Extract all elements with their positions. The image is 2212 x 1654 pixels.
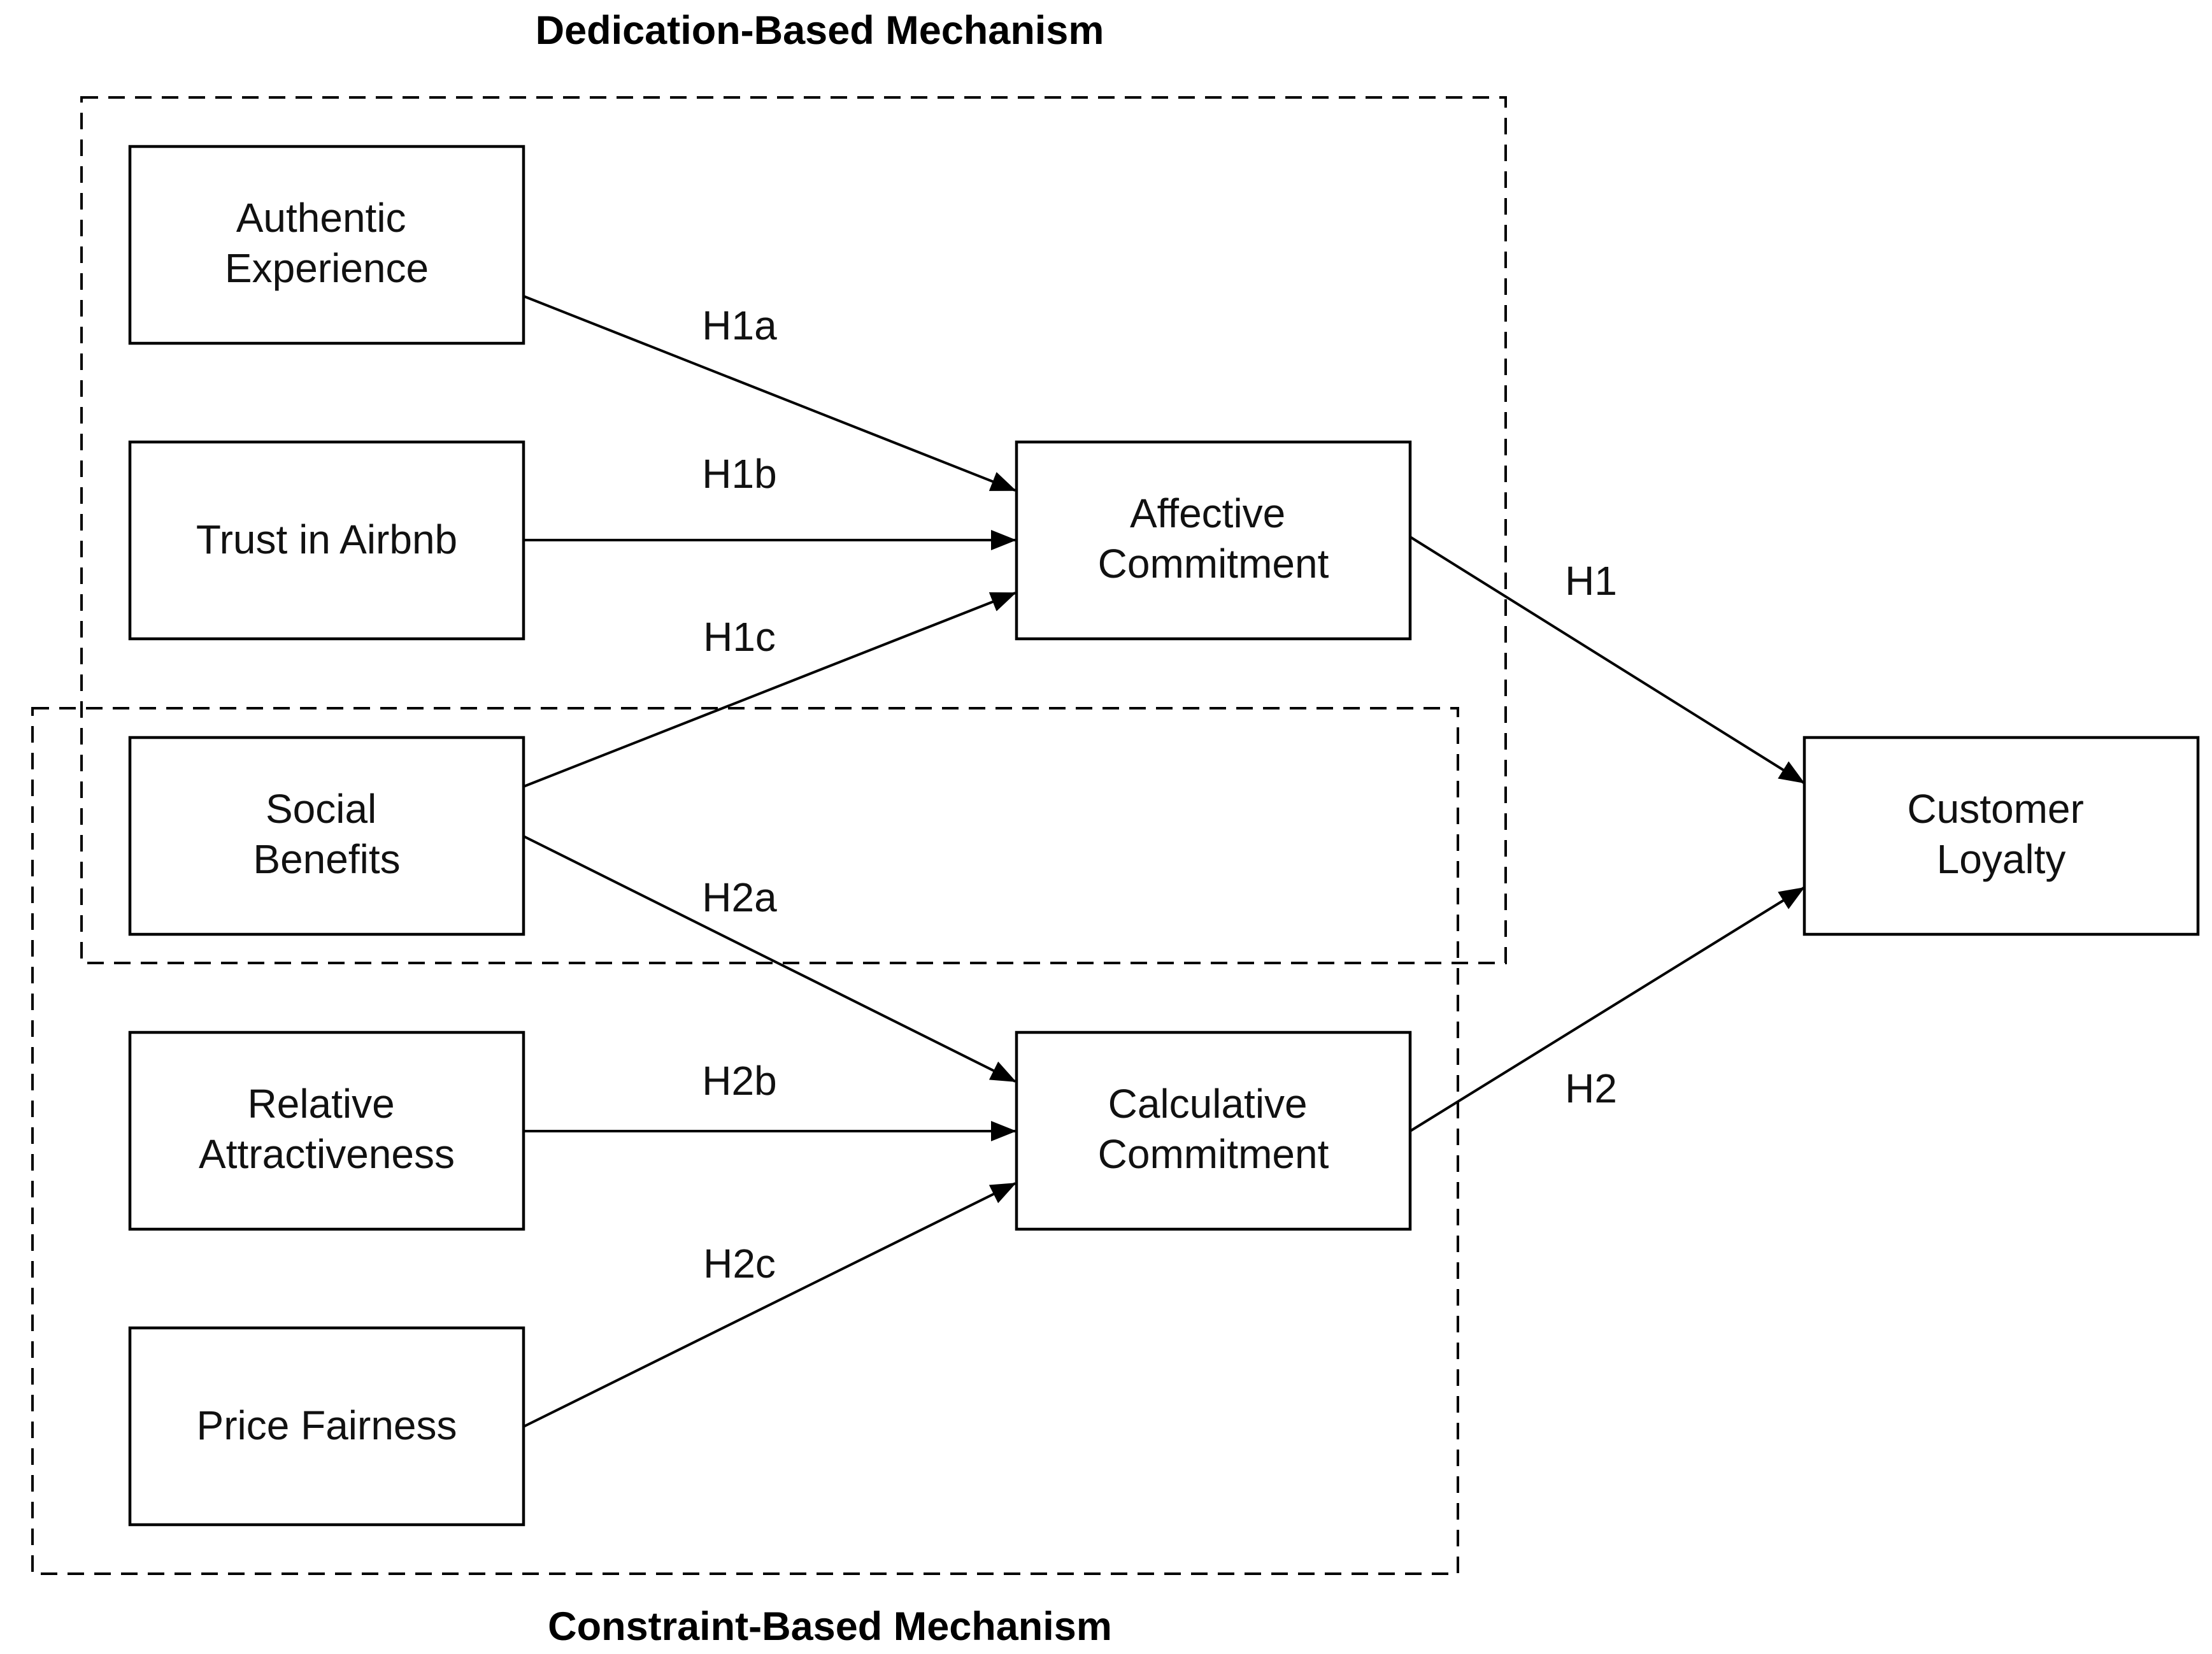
node-label: Calculative Commitment <box>1098 1081 1329 1177</box>
arrow-h1 <box>1409 536 1805 784</box>
constraint-based-group: Constraint-Based Mechanism <box>31 707 1459 1649</box>
edge-h1: H1 <box>1409 536 1805 784</box>
node-box <box>1802 736 2200 936</box>
edge-label-h2c: H2c <box>703 1241 776 1287</box>
edge-label-h2: H2 <box>1565 1066 1617 1111</box>
edge-h2b: H2b <box>524 1058 1017 1141</box>
node-label: Relative Attractiveness <box>199 1081 455 1177</box>
arrow-h2c <box>523 1182 1017 1428</box>
node-label: Social Benefits <box>253 786 400 882</box>
edge-label-h2a: H2a <box>702 874 777 920</box>
node-box <box>1015 1030 1412 1231</box>
node-trust-in-airbnb: Trust in Airbnb <box>128 440 525 641</box>
edge-label-h1c: H1c <box>703 614 776 660</box>
edge-h1b: H1b <box>524 451 1017 550</box>
edge-label-h1a: H1a <box>702 303 777 348</box>
dedication-group-border <box>80 96 1507 964</box>
node-box <box>1015 440 1412 641</box>
arrow-h1c <box>523 592 1017 788</box>
node-box <box>128 1030 525 1231</box>
edge-h2c: H2c <box>523 1182 1017 1428</box>
edge-label-h1b: H1b <box>702 451 776 497</box>
arrow-h1a <box>523 295 1017 492</box>
edge-h2: H2 <box>1409 887 1805 1132</box>
constraint-group-title: Constraint-Based Mechanism <box>548 1604 1112 1649</box>
node-calculative-commitment: Calculative Commitment <box>1015 1030 1412 1231</box>
node-label: Price Fairness <box>197 1402 457 1448</box>
node-label: Customer Loyalty <box>1907 786 2095 882</box>
edge-h1c: H1c <box>523 592 1017 788</box>
constraint-group-border <box>31 707 1459 1575</box>
node-label: Affective Commitment <box>1098 490 1329 587</box>
arrow-h2a <box>523 835 1017 1083</box>
node-box <box>128 736 525 936</box>
node-box <box>128 440 525 641</box>
node-label: Trust in Airbnb <box>196 517 457 562</box>
edge-label-h1: H1 <box>1565 558 1617 604</box>
node-affective-commitment: Affective Commitment <box>1015 440 1412 641</box>
dedication-group-title: Dedication-Based Mechanism <box>536 8 1104 53</box>
edge-h2a: H2a <box>523 835 1017 1083</box>
node-box <box>128 1326 525 1527</box>
node-label: Authentic Experience <box>225 195 429 291</box>
arrow-h2 <box>1409 887 1805 1132</box>
dedication-based-group: Dedication-Based Mechanism <box>80 8 1507 964</box>
node-authentic-experience: Authentic Experience <box>128 145 525 345</box>
node-relative-attractiveness: Relative Attractiveness <box>128 1030 525 1231</box>
node-customer-loyalty: Customer Loyalty <box>1802 736 2200 936</box>
node-social-benefits: Social Benefits <box>128 736 525 936</box>
edge-h1a: H1a <box>523 295 1017 492</box>
node-price-fairness: Price Fairness <box>128 1326 525 1527</box>
node-box <box>128 145 525 345</box>
edge-label-h2b: H2b <box>702 1058 776 1104</box>
